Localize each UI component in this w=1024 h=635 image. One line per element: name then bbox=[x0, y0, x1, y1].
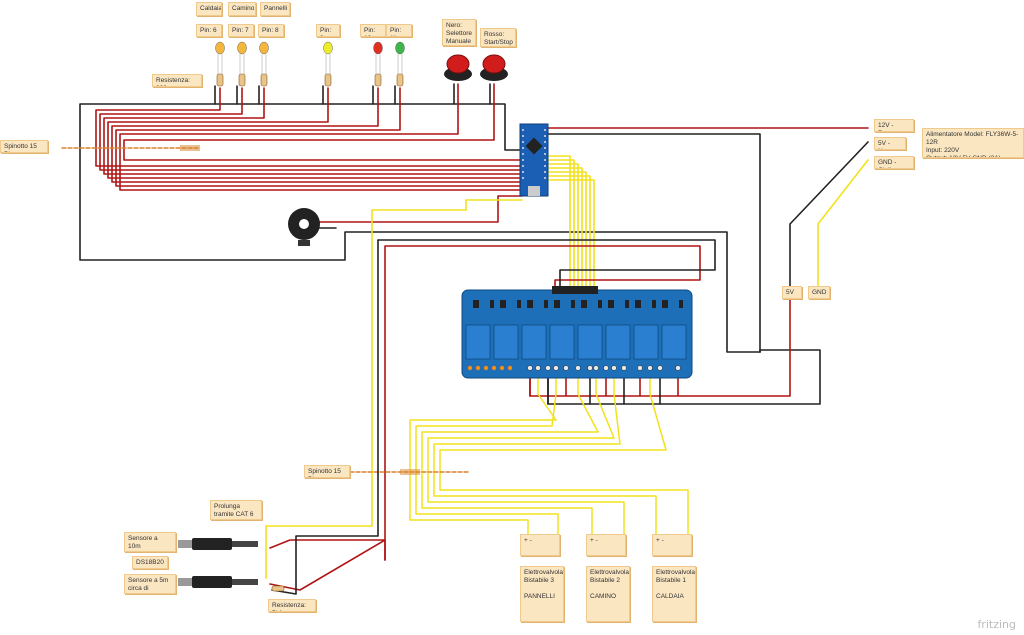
wire-red-buzzer bbox=[317, 195, 523, 223]
resistor-icon bbox=[216, 73, 404, 592]
label-pin6: Pin: 6 bbox=[196, 24, 222, 37]
label-5v-nero: 5V - Nero bbox=[874, 137, 906, 150]
valve-1-terminals: + - bbox=[652, 534, 692, 556]
arduino-nano-icon bbox=[519, 123, 549, 197]
label-prolunga: Prolunga tramite CAT 6 bbox=[210, 500, 262, 520]
label-spinotto-bottom: Spinotto 15 Pin bbox=[304, 465, 350, 478]
label-nero-selettore: Nero: Selettore Manuale bbox=[442, 19, 476, 46]
wire-red-sensor bbox=[269, 539, 386, 591]
wire-red-relay-vcc bbox=[384, 245, 701, 561]
buzzer-icon bbox=[288, 208, 320, 246]
wire-yellow-relay-signals bbox=[547, 155, 595, 293]
wire-black-sensor bbox=[271, 239, 379, 595]
wire-red-btn1 bbox=[119, 83, 523, 191]
wire-yellow-valve-outs bbox=[409, 367, 689, 541]
wire-black-frame bbox=[79, 103, 761, 353]
push-button-icon bbox=[444, 54, 508, 81]
wire-red-valves bbox=[529, 367, 679, 397]
label-sensore-5m: Sensore a 5m circa di distanza bbox=[124, 574, 176, 594]
relay-module-icon bbox=[461, 286, 693, 379]
valve-1-box: Elettrovalvola Bistabile 1 CALDAIA bbox=[652, 566, 696, 622]
label-resistenza-220: Resistenza: 220 bbox=[152, 74, 202, 87]
label-sensore-10m: Sensore a 10m circa di distanza bbox=[124, 532, 176, 552]
led-icon bbox=[215, 41, 405, 74]
wire-black-5v bbox=[789, 141, 869, 291]
valve-3-terminals: + - bbox=[520, 534, 560, 556]
label-pin9: Pin: 9 bbox=[316, 24, 340, 37]
wire-black-valves bbox=[547, 367, 661, 405]
label-rosso-start: Rosso: Start/Stop bbox=[480, 28, 516, 47]
valve-2-box: Elettrovalvola Bistabile 2 CAMINO bbox=[586, 566, 630, 622]
connector-icon bbox=[180, 145, 420, 475]
wire-red-led7 bbox=[99, 87, 523, 171]
label-spinotto-top: Spinotto 15 Pin bbox=[0, 140, 48, 153]
label-alimentatore: Alimentatore Model: FLY36W-5-12R Input: … bbox=[922, 128, 1024, 158]
valve-2-terminals: + - bbox=[586, 534, 626, 556]
wire-red-led11 bbox=[115, 87, 523, 187]
wire-black-relay-gnd bbox=[377, 239, 716, 293]
wire-yellow-gnd bbox=[817, 159, 869, 291]
label-gnd-giallo: GND - Giallo bbox=[874, 156, 914, 169]
label-pin8: Pin: 8 bbox=[258, 24, 284, 37]
label-gnd: GND bbox=[808, 286, 830, 299]
label-resistenza-5k1: Resistenza: 5k1 bbox=[268, 599, 316, 612]
label-pin10: Pin: 10 bbox=[360, 24, 386, 37]
valve-3-box: Elettrovalvola Bistabile 3 PANNELLI bbox=[520, 566, 564, 622]
wire-red-btn2 bbox=[123, 83, 523, 161]
label-ds18b20: DS18B20 bbox=[132, 556, 168, 569]
fritzing-watermark: fritzing bbox=[977, 618, 1016, 631]
label-5v: 5V bbox=[782, 286, 802, 299]
wire-black-leds bbox=[214, 83, 491, 105]
wire-red-led6 bbox=[95, 87, 523, 167]
label-pin11: Pin: 11 bbox=[386, 24, 412, 37]
label-pannelli: Pannelli bbox=[260, 2, 290, 16]
wire-yellow-sensor bbox=[265, 199, 523, 579]
label-12v-rosso: 12V - Rosso bbox=[874, 119, 914, 132]
wire-red-led8 bbox=[103, 87, 523, 175]
label-caldaia: Caldaia bbox=[196, 2, 222, 16]
label-pin7: Pin: 7 bbox=[228, 24, 254, 37]
wire-red-led9 bbox=[107, 87, 523, 179]
wire-red-led10 bbox=[111, 87, 523, 183]
label-camino: Camino bbox=[228, 2, 256, 16]
temperature-sensor-icon bbox=[178, 538, 258, 588]
wire-black-arduino-gnd bbox=[547, 133, 761, 353]
